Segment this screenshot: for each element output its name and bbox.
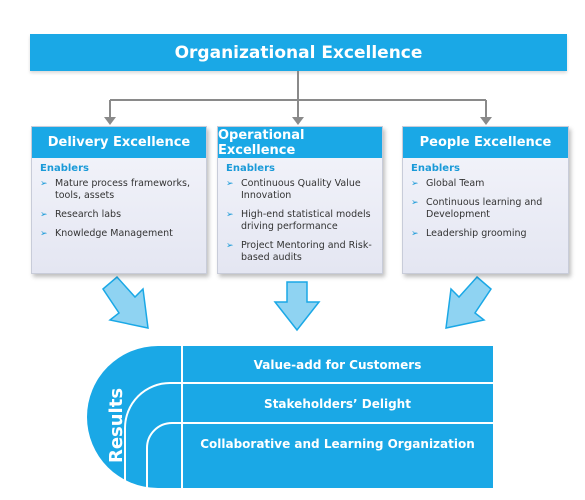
results-arrow-center: [273, 281, 321, 332]
arrowhead-center: [292, 117, 304, 125]
results-band-line-1: [124, 382, 493, 488]
results-panel: [87, 346, 493, 488]
bullet-arrow-icon: ➢: [40, 229, 48, 239]
pillar-heading: People Excellence: [403, 127, 568, 158]
results-label: Results: [106, 387, 128, 463]
list-item: ➢Knowledge Management: [40, 228, 173, 239]
enablers-list: ➢Global Team ➢Continuous learning and De…: [403, 178, 568, 240]
list-item: ➢High-end statistical models driving per…: [226, 209, 371, 232]
results-arrow-left: [102, 275, 149, 329]
results-arrow-right: [445, 275, 492, 329]
arrowhead-left: [104, 117, 116, 125]
bullet-arrow-icon: ➢: [411, 198, 419, 208]
bullet-arrow-icon: ➢: [411, 229, 419, 239]
enablers-list: ➢Mature process frameworks, tools, asset…: [32, 178, 206, 240]
bullet-arrow-icon: ➢: [226, 241, 234, 251]
list-item: ➢Research labs: [40, 209, 122, 220]
bullet-arrow-icon: ➢: [411, 179, 419, 189]
arrowhead-right: [480, 117, 492, 125]
result-band-customers: Value-add for Customers: [253, 357, 422, 372]
list-item: ➢Project Mentoring and Risk-based audits: [226, 240, 372, 263]
pillar-card-delivery: Delivery Excellence Enablers ➢Mature pro…: [31, 126, 207, 274]
pillar-card-people: People Excellence Enablers ➢Global Team …: [402, 126, 569, 274]
pillar-subheading: Enablers: [40, 163, 89, 174]
page-title: Organizational Excellence: [30, 34, 567, 71]
pillar-heading: Delivery Excellence: [32, 127, 206, 158]
pillar-subheading: Enablers: [411, 163, 460, 174]
enablers-list: ➢Continuous Quality Value Innovation ➢Hi…: [218, 178, 382, 264]
pillar-heading: Operational Excellence: [218, 127, 382, 158]
result-band-stakeholders: Stakeholders’ Delight: [264, 396, 411, 411]
list-item: ➢Global Team: [411, 178, 485, 189]
bullet-arrow-icon: ➢: [40, 179, 48, 189]
list-item: ➢Continuous learning and Development: [411, 197, 543, 220]
bullet-arrow-icon: ➢: [226, 179, 234, 189]
bullet-arrow-icon: ➢: [40, 210, 48, 220]
results-band-line-2: [146, 422, 493, 488]
pillar-card-operational: Operational Excellence Enablers ➢Continu…: [217, 126, 383, 274]
result-band-organization: Collaborative and Learning Organization: [200, 437, 475, 451]
pillar-subheading: Enablers: [226, 163, 275, 174]
bullet-arrow-icon: ➢: [226, 210, 234, 220]
list-item: ➢Leadership grooming: [411, 228, 527, 239]
list-item: ➢Mature process frameworks, tools, asset…: [40, 178, 190, 201]
list-item: ➢Continuous Quality Value Innovation: [226, 178, 361, 201]
